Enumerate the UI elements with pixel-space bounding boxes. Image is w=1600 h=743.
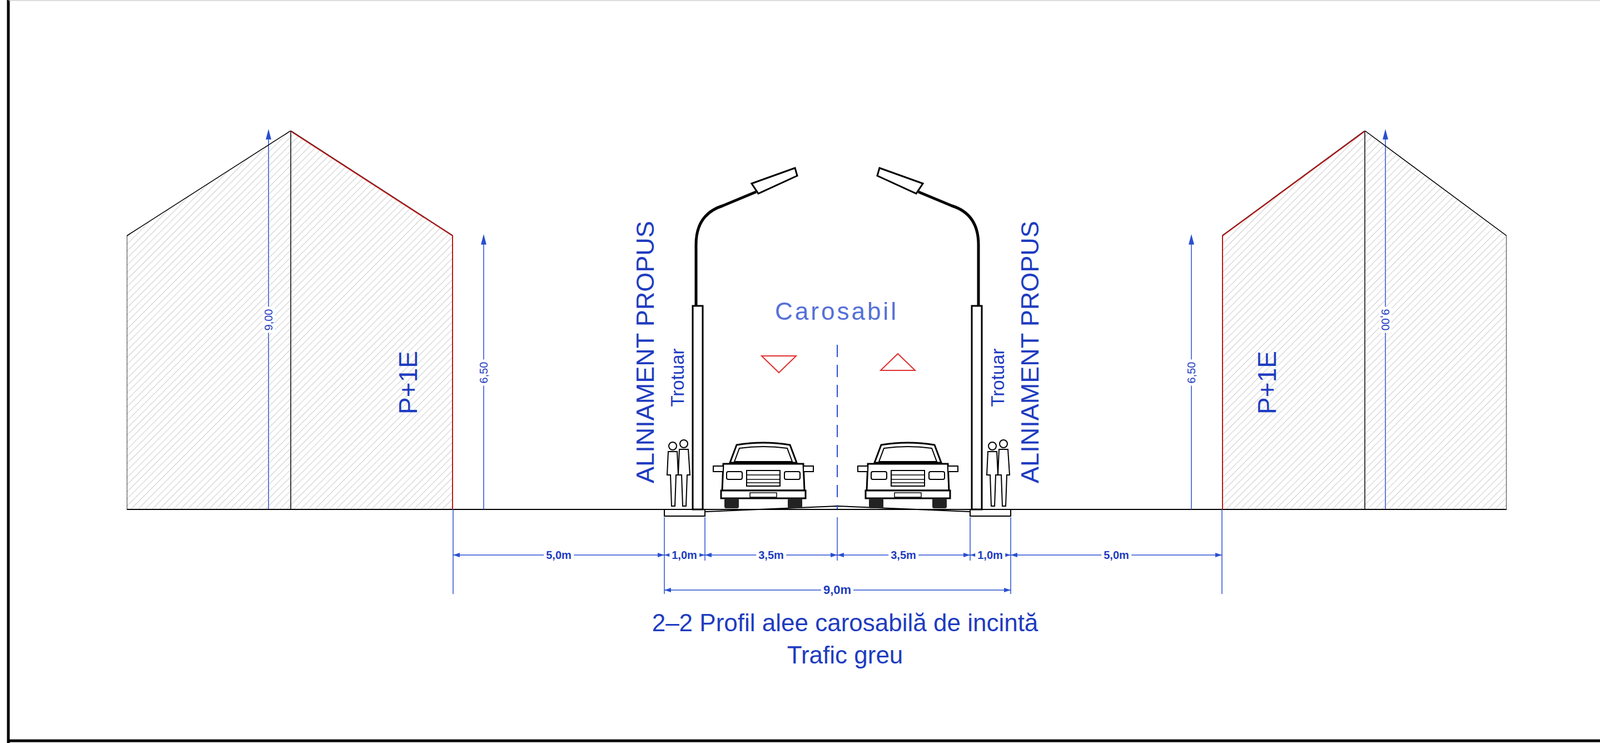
building-body	[126, 130, 454, 510]
sidewalk-label: Trotuar	[988, 348, 1007, 407]
building-section: P+1E	[126, 130, 454, 510]
dimension-text: 9,00	[262, 306, 275, 334]
dimension-text: 1,0m	[975, 548, 1006, 561]
floor-label: P+1E	[395, 350, 421, 415]
dimension-text: 5,0m	[1101, 548, 1132, 561]
dimension-text: 9,00	[1379, 306, 1392, 334]
sidewalk-label: Trotuar	[668, 348, 687, 407]
alignment-label: ALINIAMENT PROPUS	[1017, 220, 1043, 484]
building-divider	[1364, 130, 1366, 510]
dimension-text: 6,50	[477, 359, 490, 386]
building-divider	[290, 130, 292, 510]
dimension-text: 1,0m	[669, 548, 700, 561]
dimension-text: 9,0m	[821, 583, 854, 597]
building-edge	[290, 131, 453, 510]
floor-label: P+1E	[1254, 350, 1280, 415]
building-section: P+1E	[1221, 130, 1507, 510]
alignment-label: ALINIAMENT PROPUS	[632, 220, 658, 484]
roadway-label: Carosabil	[774, 299, 899, 324]
dimension-text: 3,5m	[756, 548, 787, 561]
dimension-text: 5,0m	[543, 548, 574, 561]
building-outline	[1221, 130, 1507, 510]
section-caption: Trafic greu	[787, 642, 904, 668]
building-outline	[126, 130, 454, 510]
building-body	[1221, 130, 1507, 510]
dimension-text: 6,50	[1185, 359, 1198, 386]
dimension-text: 3,5m	[888, 548, 919, 561]
section-title: 2–2 Profil alee carosabilă de incintă	[652, 610, 1039, 635]
building-edge	[1222, 131, 1365, 510]
